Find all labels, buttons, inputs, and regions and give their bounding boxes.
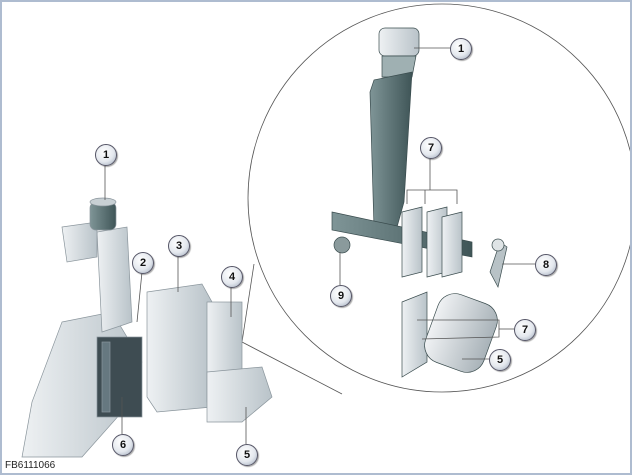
figure-code: FB6111066 bbox=[5, 460, 56, 471]
detail-callout-7-upper: 7 bbox=[420, 137, 442, 159]
relay-assembly bbox=[21, 197, 273, 458]
detail-parts bbox=[331, 27, 508, 378]
detail-circle bbox=[247, 3, 630, 393]
callout-1: 1 bbox=[95, 144, 117, 166]
callout-2: 2 bbox=[132, 252, 154, 274]
detail-callout-8: 8 bbox=[535, 254, 557, 276]
callout-4: 4 bbox=[221, 266, 243, 288]
callout-3: 3 bbox=[168, 235, 190, 257]
detail-callout-7-lower: 7 bbox=[514, 319, 536, 341]
detail-callout-1: 1 bbox=[450, 38, 472, 60]
callout-5: 5 bbox=[236, 444, 258, 466]
detail-callout-9: 9 bbox=[330, 285, 352, 307]
callout-6: 6 bbox=[112, 434, 134, 456]
detail-callout-5: 5 bbox=[489, 349, 511, 371]
leader-lines bbox=[104, 47, 535, 444]
